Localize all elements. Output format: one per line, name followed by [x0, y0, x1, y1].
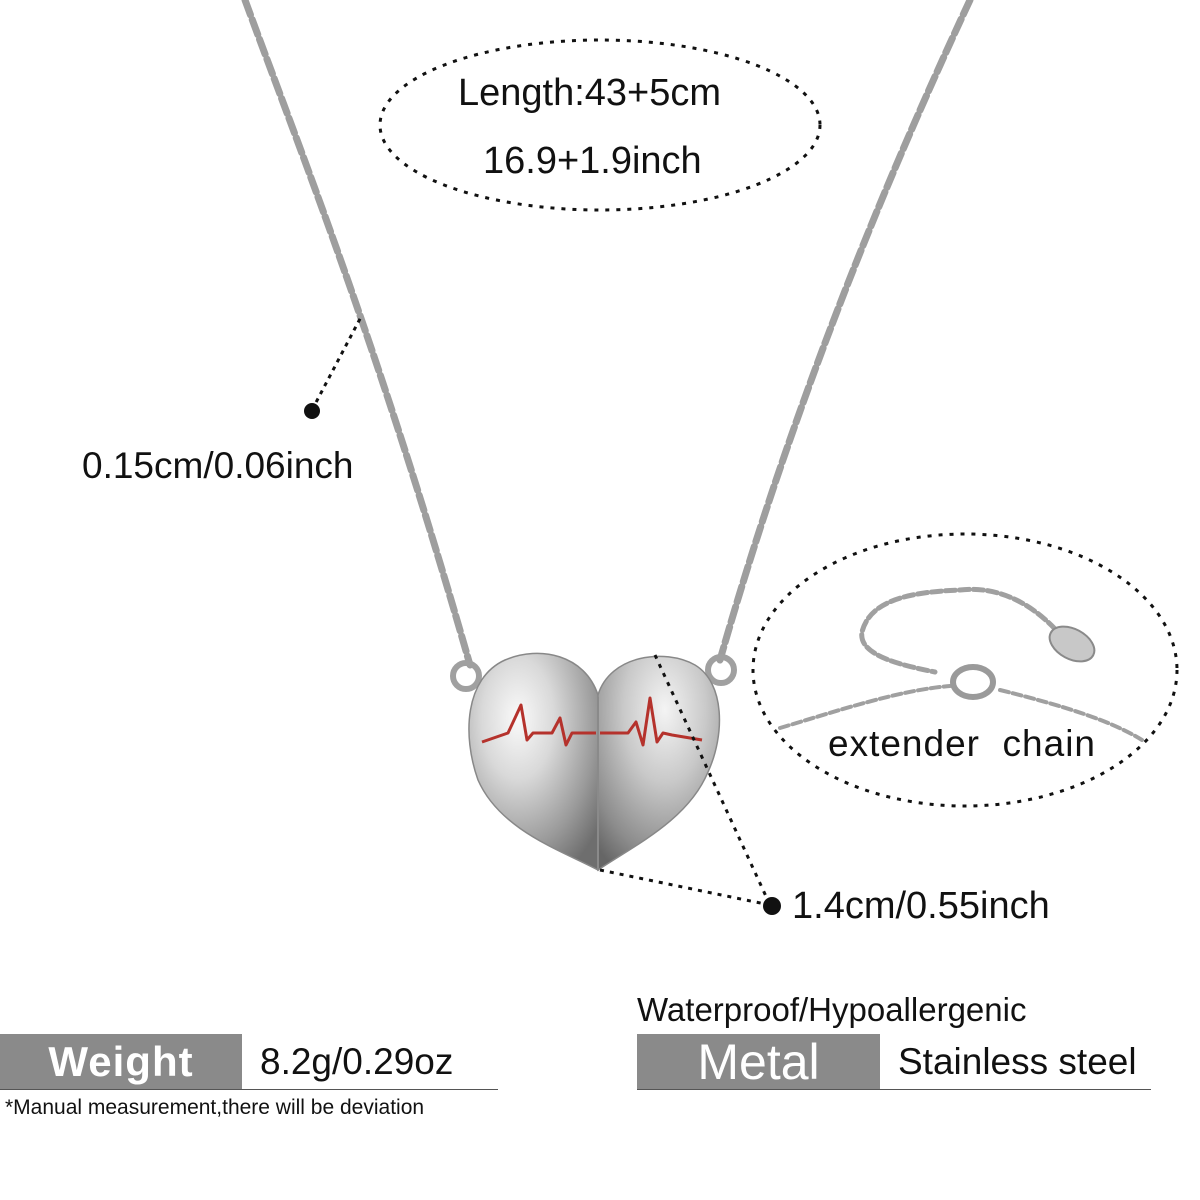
heart-left-half [468, 652, 599, 872]
weight-value: 8.2g/0.29oz [242, 1034, 454, 1089]
extender-chain-label: extender chain [828, 723, 1097, 764]
chain-width-pointer [310, 314, 364, 411]
length-cm-label: Length:43+5cm [458, 72, 722, 114]
pendant-size-label: 1.4cm/0.55inch [792, 885, 1050, 927]
pendant-size-dot [763, 897, 781, 915]
jump-ring-left [450, 660, 482, 692]
metal-spec-bar: Metal Stainless steel [637, 1034, 1151, 1090]
extender-callout-ellipse [751, 532, 1179, 808]
measurement-disclaimer: *Manual measurement,there will be deviat… [5, 1096, 425, 1119]
weight-spec-bar: Weight 8.2g/0.29oz [0, 1034, 498, 1090]
metal-value: Stainless steel [880, 1034, 1137, 1089]
pendant-width-pointer [599, 868, 771, 907]
length-callout-ellipse [378, 38, 822, 212]
metal-key: Metal [637, 1034, 880, 1090]
heart-right-half [597, 655, 721, 872]
extender-chain-image [778, 586, 1144, 742]
jump-ring-right [705, 654, 737, 686]
chain-left [241, 0, 474, 669]
length-inch-label: 16.9+1.9inch [483, 140, 702, 182]
weight-key: Weight [0, 1034, 242, 1089]
chain-width-label: 0.15cm/0.06inch [82, 445, 354, 486]
chain-right [716, 0, 974, 664]
heart-pendant [468, 652, 721, 872]
heartbeat-line [481, 696, 703, 747]
chain-width-dot [304, 403, 320, 419]
features-label: Waterproof/Hypoallergenic [637, 991, 1027, 1028]
